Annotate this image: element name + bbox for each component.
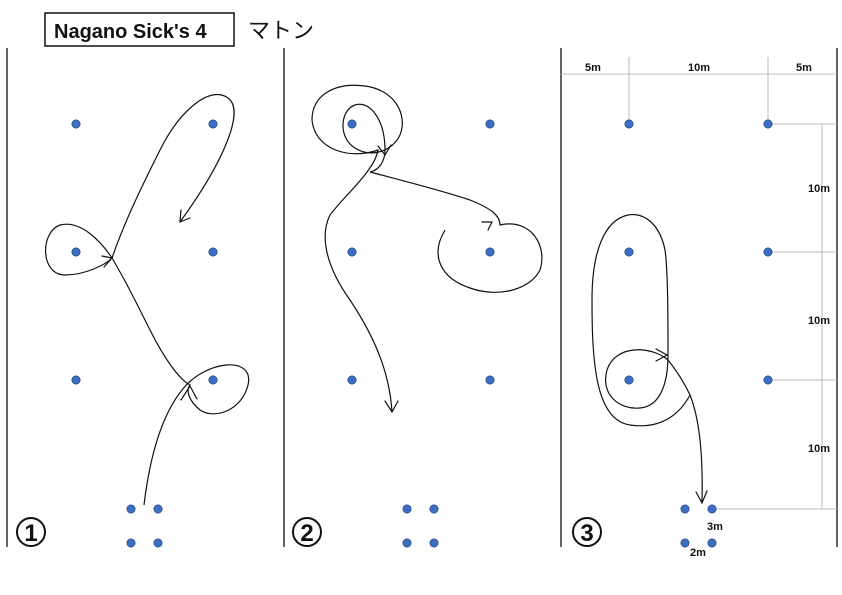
panel-2-path-line [311,84,543,413]
panel-number-1-text: 1 [24,520,37,547]
cone-panel2-r3-c1 [347,375,357,385]
page-title: Nagano Sick's 4 [54,21,207,43]
cone-panel2-r2-c1 [347,247,357,257]
panel-number-2-text: 2 [300,520,313,547]
panel-number-3-text: 3 [580,520,593,547]
title-box [44,12,235,47]
panel-2-arrow-upper-loop [377,144,392,157]
panel-2-arrow-right-loop [481,221,493,231]
dim-right-2: 10m [808,315,830,327]
panel-2-path [311,84,543,414]
dim-start-vertical: 2m [690,547,706,559]
cone-panel3-r1-c1 [624,119,634,129]
dim-top-center: 10m [688,62,710,74]
cone-panel1-r2-c2 [208,247,218,257]
start-cone-panel1-r2-c2 [153,538,163,548]
panel-3-path-line [591,214,703,503]
start-cone-panel3-r2-c2 [707,538,717,548]
start-cone-panel1-r1-c2 [153,504,163,514]
panel-3-arrow-loop [655,348,669,362]
panel-number-1: 1 [16,517,46,547]
cone-panel2-r1-c1 [347,119,357,129]
cone-panel2-r2-c2 [485,247,495,257]
cone-panel3-r2-c1 [624,247,634,257]
dim-right-3: 10m [808,443,830,455]
dim-top-right: 5m [796,62,812,74]
start-cone-panel2-r1-c1 [402,504,412,514]
cone-panel3-r3-c2 [763,375,773,385]
panel-3-path [591,214,708,505]
panel-1-arrow-end [179,209,191,223]
start-cone-panel1-r1-c1 [126,504,136,514]
panel-1-arrow-mid-upper [101,255,114,268]
cone-panel1-r1-c1 [71,119,81,129]
panel-1-path [45,93,250,506]
dim-top-left: 5m [585,62,601,74]
start-cone-panel3-r1-c1 [680,504,690,514]
cone-panel3-r2-c2 [763,247,773,257]
start-cone-panel3-r1-c2 [707,504,717,514]
cone-panel1-r2-c1 [71,247,81,257]
panel-number-2: 2 [292,517,322,547]
start-cone-panel2-r1-c2 [429,504,439,514]
panel-1-path-line [45,93,250,506]
cone-panel2-r1-c2 [485,119,495,129]
cones [71,119,773,548]
dimension-guides [561,57,837,510]
cone-panel1-r3-c2 [208,375,218,385]
dim-right-1: 10m [808,183,830,195]
page-subtitle: マトン [248,19,314,44]
start-cone-panel2-r2-c2 [429,538,439,548]
panel-2-arrow-end [384,400,399,414]
cone-panel1-r1-c2 [208,119,218,129]
start-cone-panel3-r2-c1 [680,538,690,548]
panel-3-arrow-end [695,490,708,505]
cone-panel2-r3-c2 [485,375,495,385]
cone-panel3-r3-c1 [624,375,634,385]
cone-panel3-r1-c2 [763,119,773,129]
cone-panel1-r3-c1 [71,375,81,385]
start-cone-panel1-r2-c1 [126,538,136,548]
panel-number-3: 3 [572,517,602,547]
panel-1-arrow-mid-lower [180,384,198,401]
start-cone-panel2-r2-c1 [402,538,412,548]
dim-start-horizontal: 3m [707,521,723,533]
